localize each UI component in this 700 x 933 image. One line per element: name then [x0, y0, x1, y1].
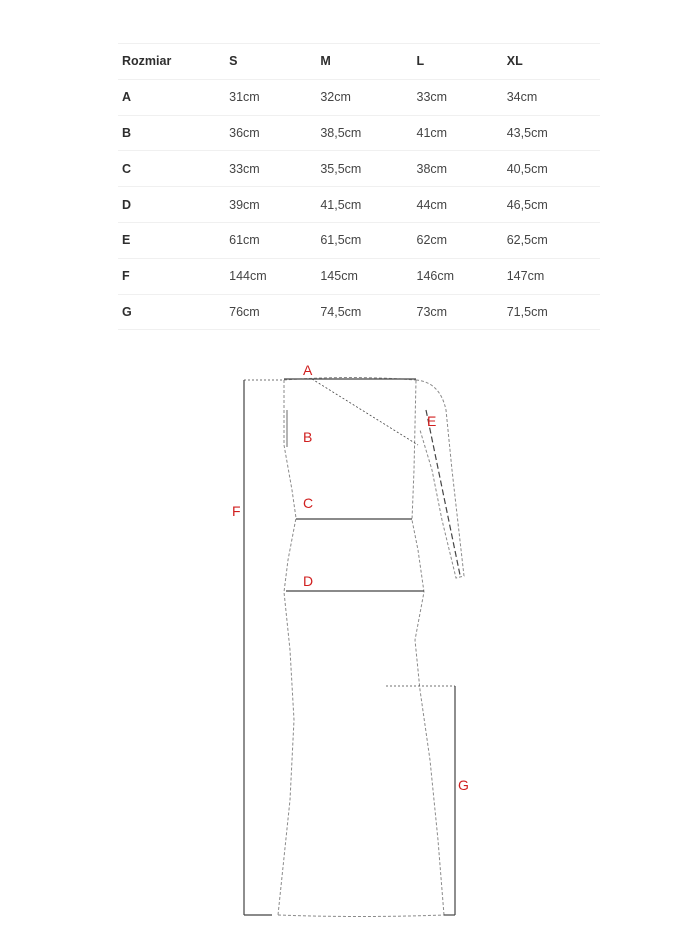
table-cell: 145cm: [320, 258, 417, 295]
table-cell: 144cm: [229, 258, 321, 295]
label-c: C: [303, 495, 313, 511]
table-cell: 39cm: [229, 186, 321, 223]
measurement-lines: [243, 378, 461, 916]
label-d: D: [303, 573, 313, 589]
table-cell: 46,5cm: [506, 186, 600, 223]
header-s: S: [229, 43, 321, 80]
table-cell: 61,5cm: [320, 222, 417, 259]
size-chart-table: Rozmiar S M L XL A 31cm 32cm 33cm 34cm B…: [118, 43, 600, 331]
table-cell: 32cm: [320, 79, 417, 116]
row-label: B: [118, 115, 230, 152]
table-cell: 44cm: [416, 186, 507, 223]
table-cell: 147cm: [506, 258, 600, 295]
table-cell: 38,5cm: [320, 115, 417, 152]
row-label: D: [118, 186, 230, 223]
label-b: B: [303, 429, 312, 445]
row-label: F: [118, 258, 230, 295]
table-cell: 71,5cm: [506, 294, 600, 331]
table-cell: 74,5cm: [320, 294, 417, 331]
dress-sleeve-outline: [415, 379, 465, 579]
table-cell: 38cm: [416, 150, 507, 188]
table-cell: 41cm: [416, 115, 507, 152]
table-cell: 34cm: [506, 79, 600, 116]
header-l: L: [416, 43, 507, 80]
row-label: E: [118, 222, 230, 259]
table-cell: 41,5cm: [320, 186, 417, 223]
table-row: C 33cm 35,5cm 38cm 40,5cm: [118, 150, 600, 188]
label-g: G: [458, 777, 469, 793]
table-header-row: Rozmiar S M L XL: [118, 43, 600, 80]
dress-hem: [277, 914, 445, 917]
table-row: E 61cm 61,5cm 62cm 62,5cm: [118, 222, 600, 259]
shoulder-diagonal-line: [311, 378, 419, 446]
table-cell: 61cm: [229, 222, 321, 259]
label-a: A: [303, 362, 313, 378]
table-row: F 144cm 145cm 146cm 147cm: [118, 258, 600, 295]
label-e: E: [427, 413, 436, 429]
header-m: M: [320, 43, 417, 80]
table-row: G 76cm 74,5cm 73cm 71,5cm: [118, 294, 600, 331]
row-label: A: [118, 79, 230, 116]
table-cell: 76cm: [229, 294, 321, 331]
table-cell: 33cm: [416, 79, 507, 116]
table-row: D 39cm 41,5cm 44cm 46,5cm: [118, 186, 600, 223]
header-xl: XL: [506, 43, 600, 80]
table-cell: 35,5cm: [320, 150, 417, 188]
table-cell: 146cm: [416, 258, 507, 295]
header-size: Rozmiar: [118, 43, 230, 80]
table-cell: 31cm: [229, 79, 321, 116]
table-row: B 36cm 38,5cm 41cm 43,5cm: [118, 115, 600, 152]
label-f: F: [232, 503, 241, 519]
row-label: C: [118, 150, 230, 188]
table-cell: 36cm: [229, 115, 321, 152]
table-cell: 73cm: [416, 294, 507, 331]
table-cell: 62cm: [416, 222, 507, 259]
table-cell: 40,5cm: [506, 150, 600, 188]
measure-e-line: [425, 409, 461, 576]
dress-body-outline: [277, 379, 445, 916]
table-cell: 33cm: [229, 150, 321, 188]
table-cell: 62,5cm: [506, 222, 600, 259]
table-row: A 31cm 32cm 33cm 34cm: [118, 79, 600, 116]
row-label: G: [118, 294, 230, 331]
table-cell: 43,5cm: [506, 115, 600, 152]
